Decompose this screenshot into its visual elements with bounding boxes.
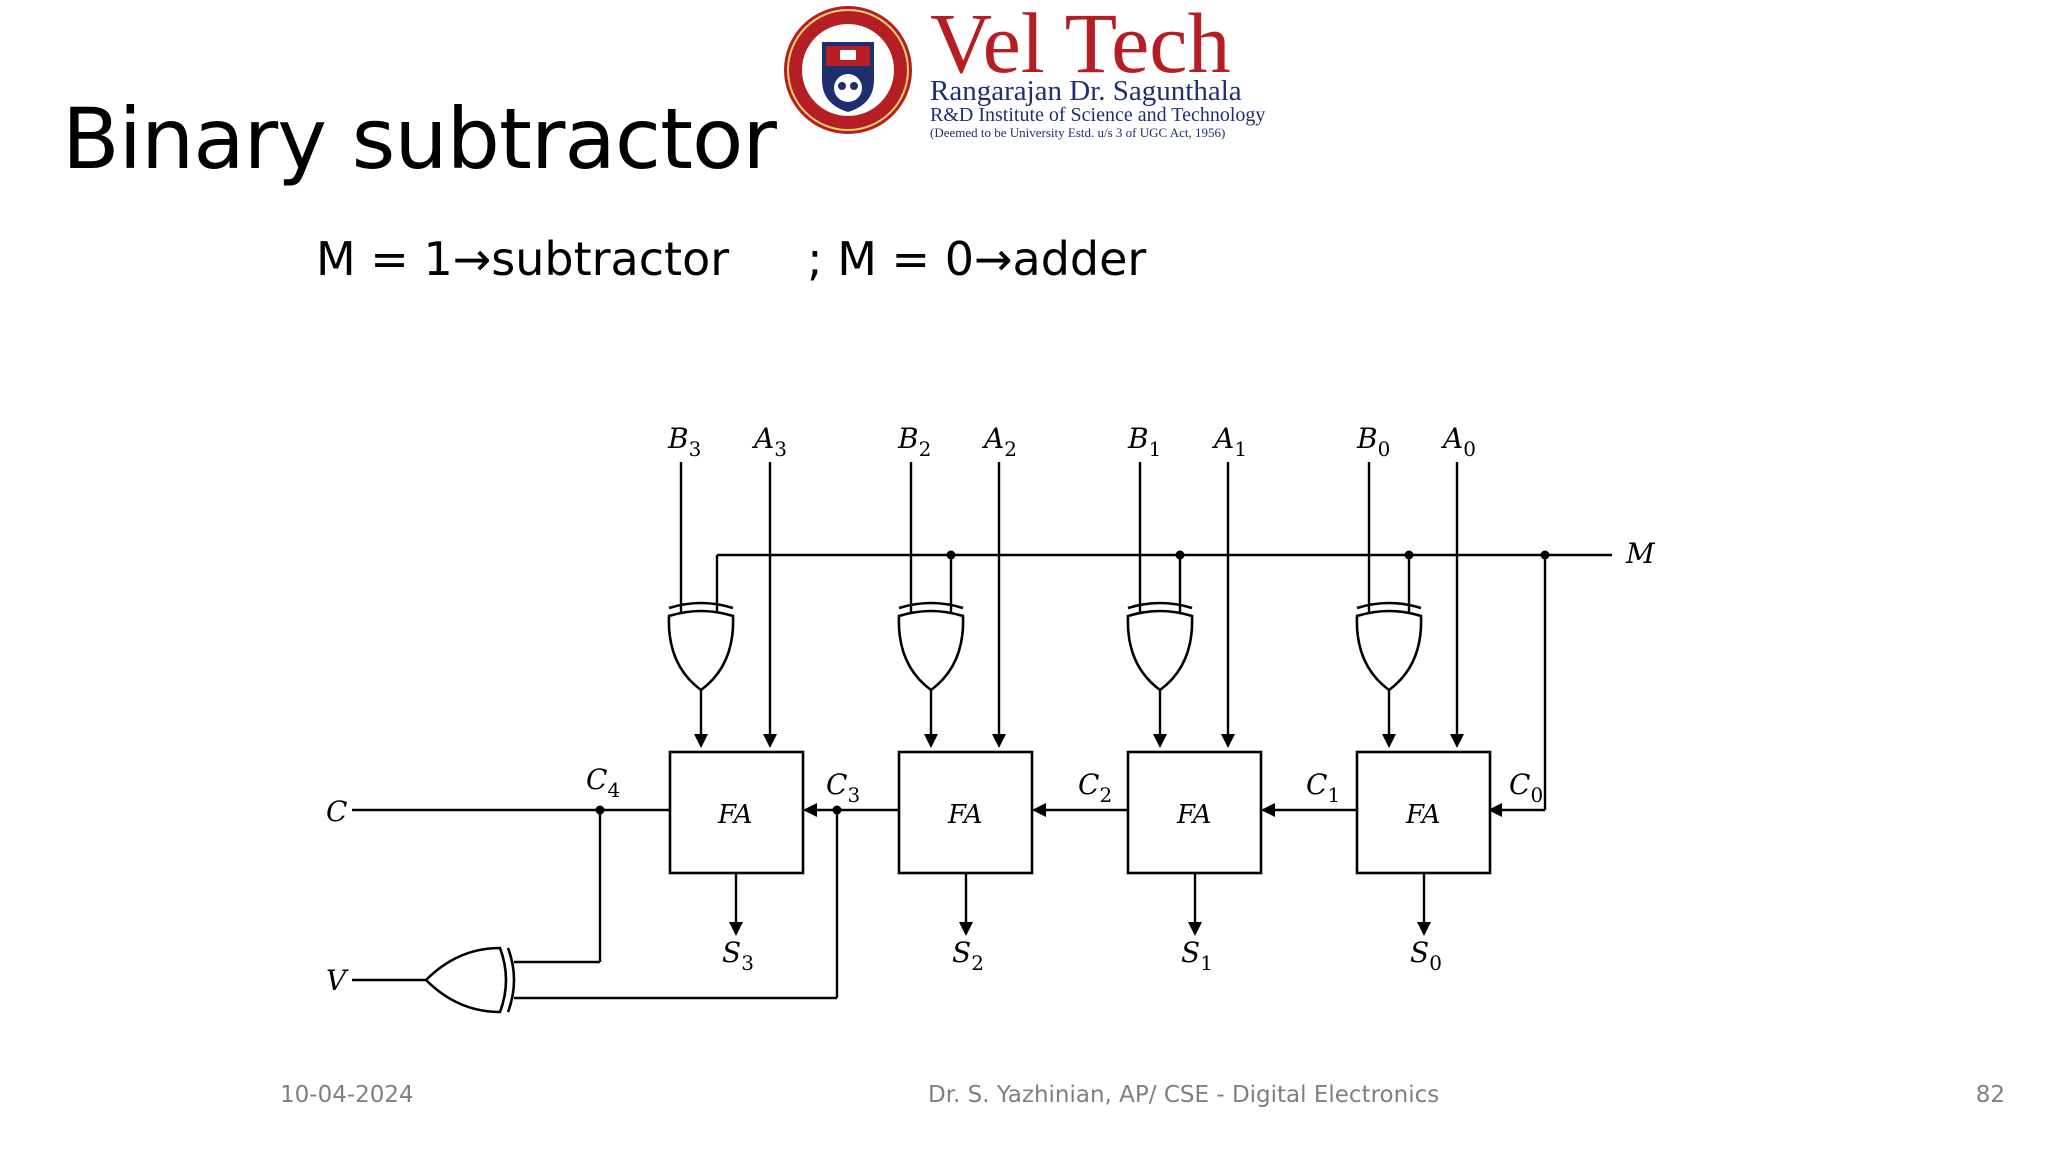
full-adder-2 — [897, 750, 1034, 875]
logo-line1: Rangarajan Dr. Sagunthala — [930, 75, 1242, 107]
s0-label: S0 — [1410, 936, 1442, 975]
fa1-label: FA — [1176, 800, 1212, 830]
stage-1: B1 A1 FA S1 — [1126, 422, 1263, 975]
footer-date: 10-04-2024 — [280, 1082, 414, 1108]
overflow-label: V — [326, 964, 349, 997]
c1-label: C1 — [1306, 768, 1340, 807]
b3-label: B3 — [667, 422, 701, 461]
s2-label: S2 — [952, 936, 984, 975]
a0-label: A0 — [1440, 422, 1476, 461]
fa3-label: FA — [717, 800, 753, 830]
full-adder-3 — [668, 750, 805, 875]
subtractor-mode-text: M = 1→subtractor — [316, 232, 730, 286]
c0-label: C0 — [1509, 768, 1543, 807]
vel-tech-logo: Vel Tech Rangarajan Dr. Sagunthala R&D I… — [784, 0, 1265, 140]
carry-out-label: C — [326, 795, 347, 828]
mode-label: M — [1625, 537, 1656, 570]
logo-line3: (Deemed to be University Estd. u/s 3 of … — [930, 125, 1225, 140]
c4-label: C4 — [586, 763, 620, 802]
a2-label: A2 — [981, 422, 1017, 461]
b1-label: B1 — [1127, 422, 1161, 461]
logo-line2: R&D Institute of Science and Technology — [930, 104, 1265, 126]
logo-brand: Vel Tech — [930, 0, 1230, 91]
s3-label: S3 — [722, 936, 754, 975]
overflow-xor-gate — [424, 946, 508, 1014]
xor-gate-2 — [897, 609, 965, 692]
xor-gate-3 — [667, 609, 735, 692]
overflow-logic: V — [326, 810, 839, 1014]
slide-title: Binary subtractor — [62, 90, 777, 188]
a1-label: A1 — [1211, 422, 1247, 461]
footer-author: Dr. S. Yazhinian, AP/ CSE - Digital Elec… — [928, 1082, 1440, 1108]
a3-label: A3 — [751, 422, 787, 461]
carry-chain: C4 C3 C2 C1 C0 C — [326, 763, 1543, 828]
fa2-label: FA — [947, 800, 983, 830]
adder-mode-text: ; M = 0→adder — [807, 232, 1147, 286]
c2-label: C2 — [1078, 768, 1112, 807]
university-seal-icon — [784, 6, 912, 134]
footer-page-number: 82 — [1975, 1082, 2005, 1108]
stage-2: B2 A2 FA S2 — [897, 422, 1034, 975]
c3-label: C3 — [826, 768, 860, 807]
mode-line: M — [715, 537, 1656, 817]
b2-label: B2 — [897, 422, 931, 461]
stage-3: B3 A3 FA S3 — [667, 422, 805, 975]
b0-label: B0 — [1356, 422, 1390, 461]
full-adder-1 — [1126, 750, 1263, 875]
xor-gate-1 — [1126, 609, 1194, 692]
full-adder-0 — [1355, 750, 1492, 875]
stage-0: B0 A0 FA S0 — [1355, 422, 1492, 975]
xor-gate-0 — [1355, 609, 1423, 692]
fa0-label: FA — [1405, 800, 1441, 830]
mode-description: M = 1→subtractor ; M = 0→adder — [316, 232, 1146, 286]
s1-label: S1 — [1181, 936, 1213, 975]
